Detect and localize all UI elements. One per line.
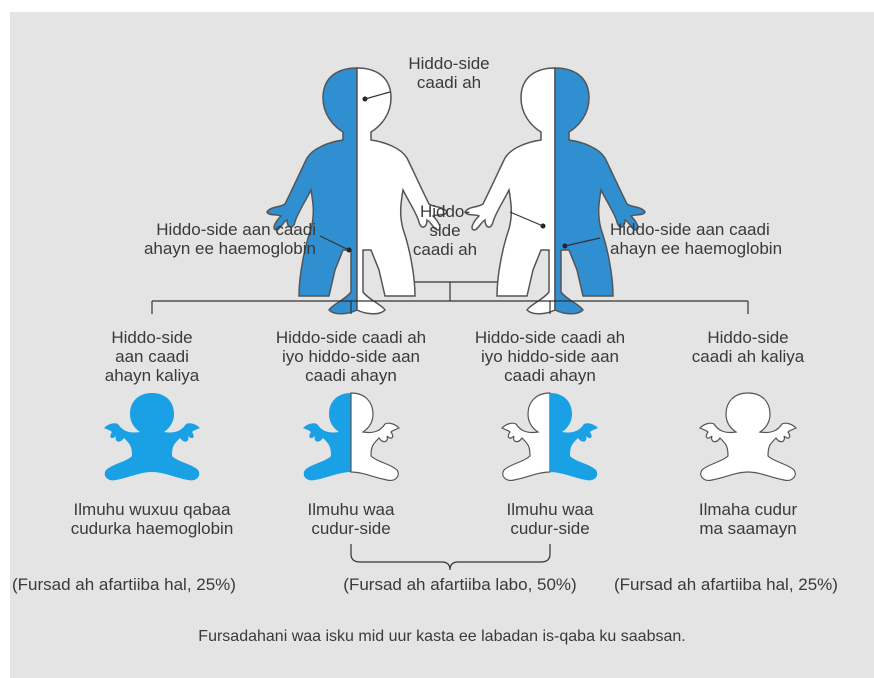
- inheritance-diagram: [104, 67, 798, 571]
- mother-normal-gene-label: Hiddo-side caadi ah: [408, 54, 490, 92]
- child-1-outcome-label: Ilmuhu wuxuu qabaa cudurka haemoglobin: [70, 500, 234, 538]
- child-4-outcome-label: Ilmaha cudur ma saamayn: [698, 500, 798, 538]
- child-1-genotype-label: Hiddo-side aan caadi ahayn kaliya: [104, 328, 200, 385]
- diagram-panel: Hiddo-side caadi ah Hiddo-side aan caadi…: [10, 12, 874, 678]
- chance-carrier-label: (Fursad ah afartiiba labo, 50%): [343, 575, 577, 594]
- child-2-genotype-label: Hiddo-side caadi ah iyo hiddo-side aan c…: [275, 328, 427, 385]
- father-normal-gene-label: Hiddo- side caadi ah: [412, 202, 478, 259]
- father-figure: [464, 67, 646, 315]
- child-carrier-figure-1: [303, 392, 401, 481]
- chance-affected-label: (Fursad ah afartiiba hal, 25%): [12, 575, 236, 594]
- left-abnormal-gene-label: Hiddo-side aan caadi ahayn ee haemoglobi…: [143, 220, 316, 258]
- chance-unaffected-label: (Fursad ah afartiiba hal, 25%): [614, 575, 838, 594]
- family-tree-lines: [151, 281, 749, 314]
- mother-figure: [266, 67, 448, 315]
- child-4-genotype-label: Hiddo-side caadi ah kaliya: [691, 328, 805, 366]
- child-unaffected-figure: [698, 392, 798, 481]
- parent-leader-lines: [319, 91, 601, 251]
- footer-note: Fursadahani waa isku mid uur kasta ee la…: [198, 628, 686, 645]
- right-abnormal-gene-label: Hiddo-side aan caadi ahayn ee haemoglobi…: [610, 220, 783, 258]
- child-3-genotype-label: Hiddo-side caadi ah iyo hiddo-side aan c…: [474, 328, 626, 385]
- carrier-brace: [350, 544, 551, 571]
- child-affected-figure: [104, 393, 200, 481]
- child-2-outcome-label: Ilmuhu waa cudur-side: [307, 500, 395, 538]
- child-3-outcome-label: Ilmuhu waa cudur-side: [506, 500, 594, 538]
- child-carrier-figure-2: [500, 392, 598, 481]
